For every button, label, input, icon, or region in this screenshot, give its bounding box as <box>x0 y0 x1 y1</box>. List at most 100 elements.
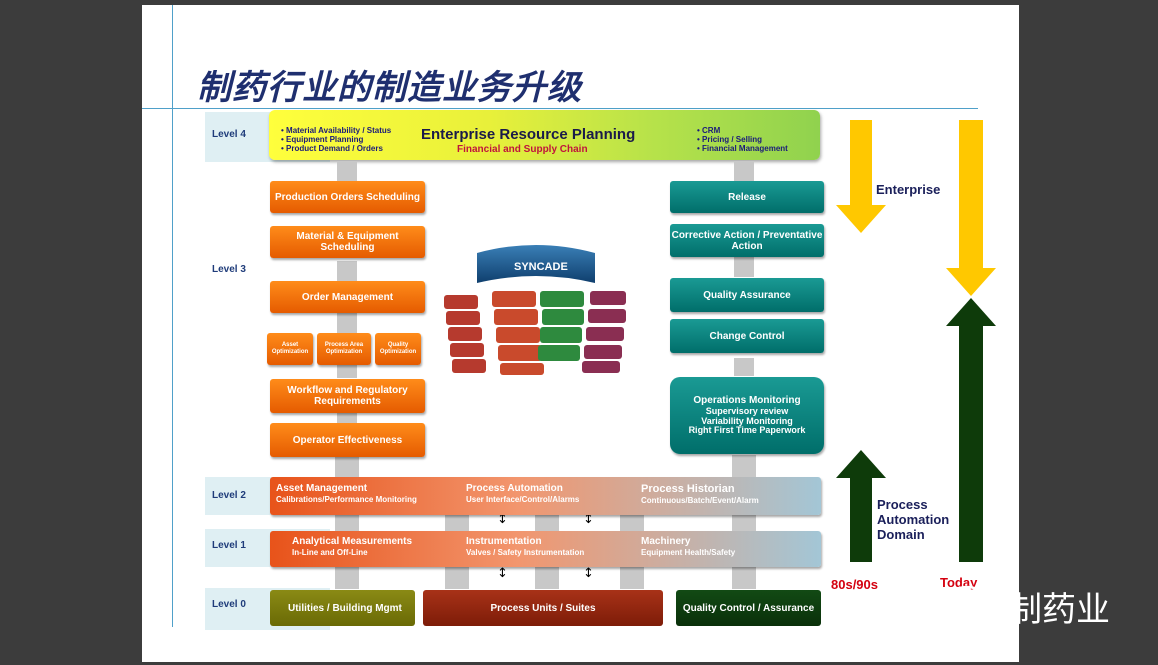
page-title: 制药行业的制造业务升级 <box>197 68 582 108</box>
enterprise-arrow-shaft <box>850 120 872 206</box>
connector-arrow <box>335 515 359 533</box>
quality-control-box: Quality Control / Assurance <box>676 590 821 626</box>
instrumentation-sub: Valves / Safety Instrumentation <box>466 547 585 557</box>
production-orders-box: Production Orders Scheduling <box>270 181 425 213</box>
erp-left-item: • Product Demand / Orders <box>281 144 383 154</box>
analytical-measurements-title: Analytical Measurements <box>292 536 413 547</box>
bidirectional-arrow-icon: ↕ <box>497 566 508 581</box>
enterprise-label: Enterprise <box>876 182 941 197</box>
process-domain-line: Automation <box>877 511 950 527</box>
syncade-graphic: SYNCADE <box>442 239 630 379</box>
enterprise-arrow-head <box>836 205 886 233</box>
bidirectional-arrow-icon: ↕ <box>497 512 508 527</box>
process-automation-title: Process Automation <box>466 483 563 494</box>
connector-arrow <box>445 567 469 589</box>
level2-label: Level 2 <box>212 490 246 501</box>
process-area-optimization-box: Process Area Optimization <box>317 333 371 365</box>
erp-left-item: • Equipment Planning <box>281 135 364 145</box>
connector-arrow <box>732 455 756 477</box>
order-management-box: Order Management <box>270 281 425 313</box>
connector-arrow <box>337 261 357 281</box>
operations-monitoring-line: Right First Time Paperwork <box>688 425 806 436</box>
connector-arrow <box>620 567 644 589</box>
erp-right-item: • CRM <box>697 126 721 135</box>
erp-left-item: • Material Availability / Status <box>281 126 392 135</box>
connector-arrow <box>734 161 754 181</box>
process-historian-sub: Continuous/Batch/Event/Alarm <box>641 495 759 505</box>
material-equipment-box: Material & Equipment Scheduling <box>270 226 425 258</box>
bidirectional-arrow-icon: ↕ <box>583 512 594 527</box>
connector-arrow <box>732 515 756 533</box>
connector-arrow <box>734 257 754 277</box>
today-yellow-head <box>946 268 996 296</box>
bidirectional-arrow-icon: ↕ <box>583 566 594 581</box>
erp-title: Enterprise Resource Planning <box>421 126 636 143</box>
instrumentation-title: Instrumentation <box>466 536 542 547</box>
process-historian-title: Process Historian <box>641 483 735 495</box>
process-domain-line: Domain <box>877 526 925 542</box>
process-units-box: Process Units / Suites <box>423 590 663 626</box>
connector-arrow <box>337 363 357 378</box>
slide: 制药行业的制造业务升级 Level 4 Level 3 Level 2 Leve… <box>142 5 1019 662</box>
today-yellow-shaft <box>959 120 983 270</box>
operations-monitoring-line: Variability Monitoring <box>701 415 793 426</box>
level1-label: Level 1 <box>212 540 246 551</box>
quality-assurance-box: Quality Assurance <box>670 278 824 312</box>
level3-label: Level 3 <box>212 264 246 275</box>
asset-management-sub: Calibrations/Performance Monitoring <box>276 494 417 504</box>
vertical-rule <box>172 5 173 627</box>
erp-subtitle: Financial and Supply Chain <box>457 144 588 155</box>
workflow-box: Workflow and Regulatory Requirements <box>270 379 425 413</box>
operations-monitoring-box: Operations Monitoring Supervisory review… <box>670 377 824 454</box>
syncade-logo: SYNCADE <box>514 261 568 273</box>
erp-right-list: • CRM • Pricing / Selling • Financial Ma… <box>697 126 788 154</box>
asset-optimization-box: Asset Optimization <box>267 333 313 365</box>
connector-arrow <box>337 313 357 333</box>
level4-label: Level 4 <box>212 129 246 140</box>
connector-arrow <box>337 161 357 181</box>
process-domain-label: Process Automation Domain <box>877 497 950 543</box>
process-domain-line: Process <box>877 497 928 512</box>
today-green-head <box>946 298 996 326</box>
connector-arrow <box>445 515 469 533</box>
asset-management-title: Asset Management <box>276 483 368 494</box>
erp-right-item: • Financial Management <box>697 144 788 154</box>
connector-arrow <box>734 358 754 376</box>
process-arrow-head <box>836 450 886 478</box>
operations-monitoring-line: Supervisory review <box>705 405 789 416</box>
connector-arrow <box>535 567 559 589</box>
watermark-text: 制药业 <box>1008 590 1110 630</box>
operations-monitoring-title: Operations Monitoring <box>693 394 801 406</box>
change-control-box: Change Control <box>670 319 824 353</box>
title-underline <box>142 108 978 109</box>
machinery-title: Machinery <box>641 536 691 547</box>
erp-box: • Material Availability / Status • Equip… <box>269 110 820 160</box>
utilities-building-box: Utilities / Building Mgmt <box>270 590 415 626</box>
connector-arrow <box>335 567 359 589</box>
today-green-shaft <box>959 326 983 562</box>
level0-label: Level 0 <box>212 599 246 610</box>
connector-arrow <box>535 515 559 533</box>
connector-arrow <box>732 567 756 589</box>
release-box: Release <box>670 181 824 213</box>
quality-optimization-box: Quality Optimization <box>375 333 421 365</box>
wechat-icon <box>945 584 1003 630</box>
process-arrow-shaft <box>850 478 872 562</box>
erp-left-list: • Material Availability / Status • Equip… <box>281 126 391 154</box>
process-automation-sub: User Interface/Control/Alarms <box>466 494 580 504</box>
erp-right-item: • Pricing / Selling <box>697 135 763 145</box>
connector-arrow <box>335 457 359 477</box>
operator-effectiveness-box: Operator Effectiveness <box>270 423 425 457</box>
machinery-sub: Equipment Health/Safety <box>641 547 736 557</box>
connector-arrow <box>620 515 644 533</box>
era-past-label: 80s/90s <box>831 577 878 592</box>
corrective-action-box: Corrective Action / Preventative Action <box>670 224 824 257</box>
